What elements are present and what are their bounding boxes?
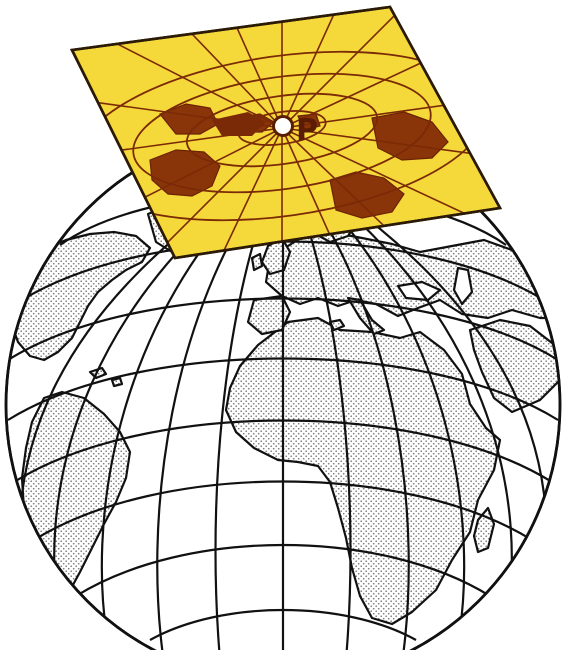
point-label: P (296, 113, 318, 148)
ireland-landmass (252, 254, 262, 270)
tangent-point-marker (274, 117, 293, 136)
